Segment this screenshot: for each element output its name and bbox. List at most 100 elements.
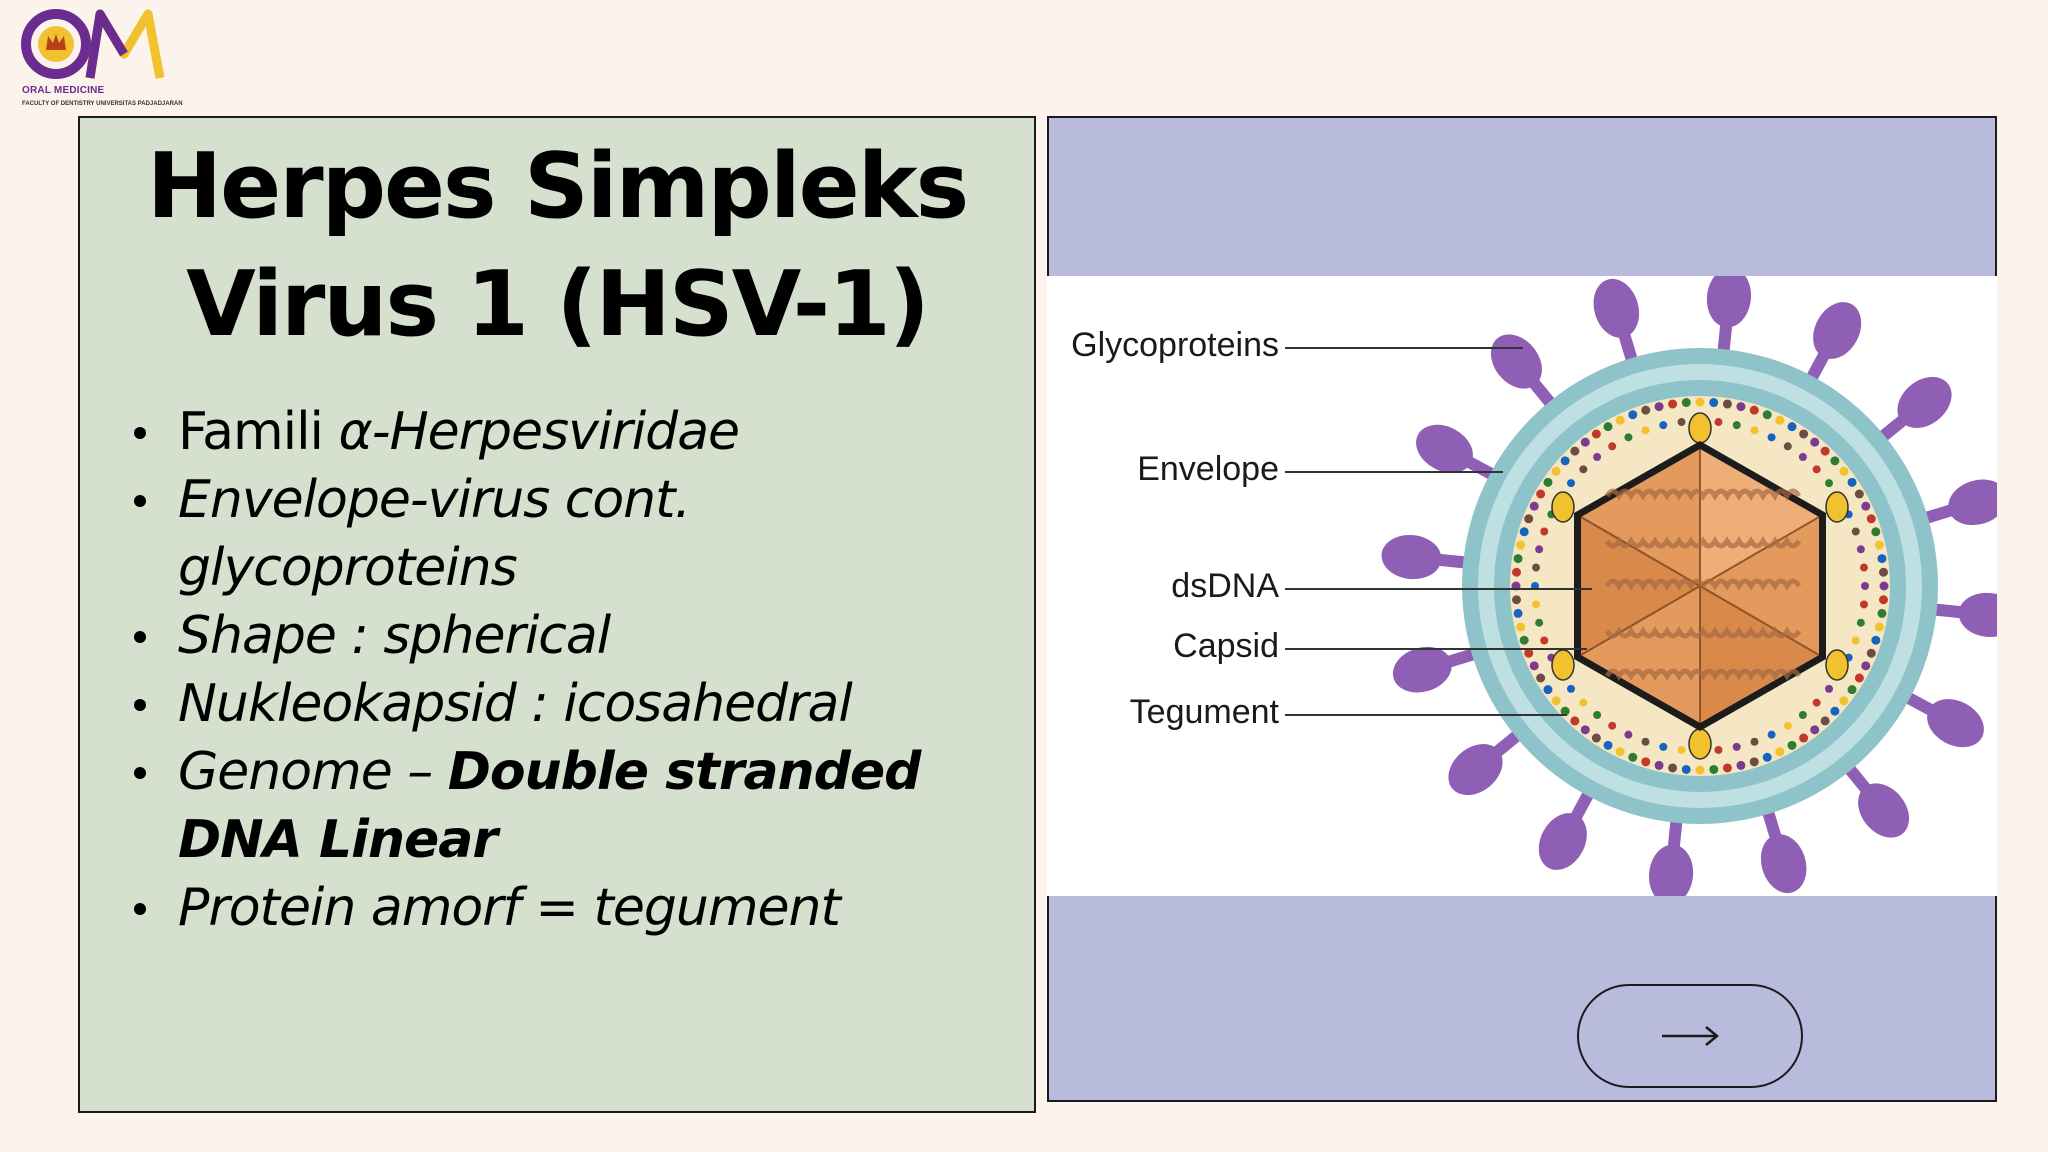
tegument-protein (1877, 554, 1887, 564)
tegument-protein (1641, 737, 1650, 746)
tegument-proteins (1511, 397, 1889, 775)
bullet-genome: Genome – Double stranded DNA Linear (128, 738, 1008, 874)
next-button[interactable] (1577, 984, 1803, 1088)
tegument-protein (1540, 527, 1549, 536)
tegument-protein (1714, 745, 1723, 754)
dsdna-strands (1604, 488, 1802, 681)
tegument-protein (1812, 465, 1821, 474)
dna-strand (1604, 488, 1802, 501)
tegument-protein (1798, 711, 1807, 720)
label-glycoproteins: Glycoproteins (1071, 326, 1279, 364)
vertex-protein (1825, 649, 1849, 681)
title-line-1: Herpes Simpleks (146, 134, 969, 239)
tegument-protein (1668, 763, 1678, 773)
tegument-protein (1659, 421, 1668, 430)
tegument-protein (1579, 698, 1588, 707)
bullet-text-italic: α-Herpesviridae (338, 402, 741, 462)
tegument-protein (1593, 452, 1602, 461)
tegument-protein (1529, 661, 1539, 671)
tegument-protein (1859, 600, 1868, 609)
tegument-protein (1536, 489, 1546, 499)
tegument-protein (1878, 567, 1888, 577)
tegument-protein (1750, 426, 1759, 435)
tegument-protein (1580, 437, 1590, 447)
tegument-protein (1532, 600, 1541, 609)
logo: ORAL MEDICINE FACULTY OF DENTISTRY UNIVE… (20, 6, 183, 110)
tegument-protein (1787, 422, 1797, 432)
tegument-protein (1543, 477, 1553, 487)
dna-strand (1604, 578, 1802, 591)
tegument-protein (1560, 456, 1570, 466)
tegument-protein (1799, 429, 1809, 439)
vertex-protein (1688, 412, 1712, 444)
slide-title: Herpes Simpleks Virus 1 (HSV-1) (80, 128, 1034, 364)
tegument-protein (1603, 740, 1613, 750)
tegument-protein (1681, 398, 1691, 408)
tegument-protein (1722, 763, 1732, 773)
tegument-protein (1839, 466, 1849, 476)
tegument-protein (1820, 446, 1830, 456)
tegument-protein (1603, 422, 1613, 432)
label-capsid: Capsid (1173, 627, 1279, 665)
capsid-face (1700, 449, 1819, 586)
tegument-protein (1732, 421, 1741, 430)
tegument-protein (1695, 765, 1705, 775)
bullet-nukleokapsid: Nukleokapsid : icosahedral (128, 670, 1008, 738)
dna-strand (1604, 626, 1802, 639)
tegument-protein (1767, 433, 1776, 442)
tegument-protein (1878, 595, 1888, 605)
tegument-protein (1641, 405, 1651, 415)
tegument-protein (1681, 764, 1691, 774)
tegument-protein (1570, 446, 1580, 456)
tegument-protein (1856, 545, 1865, 554)
vertex-protein (1688, 728, 1712, 760)
tegument-protein (1654, 760, 1664, 770)
tegument-protein (1874, 622, 1884, 632)
tegument-protein (1810, 725, 1820, 735)
bullet-famili: Famili α-Herpesviridae (128, 398, 1008, 466)
title-line-2: Virus 1 (HSV-1) (186, 252, 930, 357)
tegument-protein (1851, 636, 1860, 645)
tegument-protein (1536, 673, 1546, 683)
tegument-protein (1566, 684, 1575, 693)
glycoprotein-spike (1538, 784, 1598, 870)
tegument-protein (1714, 418, 1723, 427)
tegument-protein (1861, 582, 1869, 590)
glycoprotein-spike (1706, 276, 1752, 360)
glycoprotein-spike (1839, 758, 1910, 838)
capsid-face (1700, 586, 1819, 723)
tegument-protein (1628, 752, 1638, 762)
logo-text: ORAL MEDICINE (22, 85, 105, 96)
capsid-edges (1580, 449, 1820, 723)
tegument-protein (1516, 622, 1526, 632)
tegument-protein (1529, 501, 1539, 511)
bullet-text-italic: Genome – (178, 742, 448, 802)
tegument-protein (1654, 402, 1664, 412)
glycoprotein-spike (1802, 302, 1862, 388)
tegument-protein (1535, 545, 1544, 554)
label-dsdna: dsDNA (1171, 567, 1279, 605)
tegument-protein (1874, 540, 1884, 550)
bullet-text-bold: Double stranded DNA Linear (178, 742, 921, 870)
tegument-protein (1749, 405, 1759, 415)
vertex-protein (1825, 491, 1849, 523)
tegument-protein (1513, 608, 1523, 618)
tegument-protein (1762, 752, 1772, 762)
tegument-protein (1787, 740, 1797, 750)
tegument-protein (1851, 527, 1860, 536)
glycoprotein-spike (1872, 376, 1952, 447)
virus-illustration (1285, 276, 1997, 896)
tegument-protein (1628, 410, 1638, 420)
tegument-protein (1512, 567, 1522, 577)
tegument-protein (1566, 479, 1575, 488)
glycoprotein-spike (1648, 812, 1694, 896)
tegument-protein (1799, 733, 1809, 743)
tegument-protein (1659, 742, 1668, 751)
arrow-right-icon (1662, 1026, 1719, 1046)
tegument-protein (1839, 696, 1849, 706)
glycoprotein-spike (1916, 479, 1997, 526)
label-envelope: Envelope (1137, 450, 1279, 488)
oral-medicine-logo-icon (21, 9, 165, 79)
tegument-protein (1580, 725, 1590, 735)
dna-strand (1604, 536, 1802, 549)
